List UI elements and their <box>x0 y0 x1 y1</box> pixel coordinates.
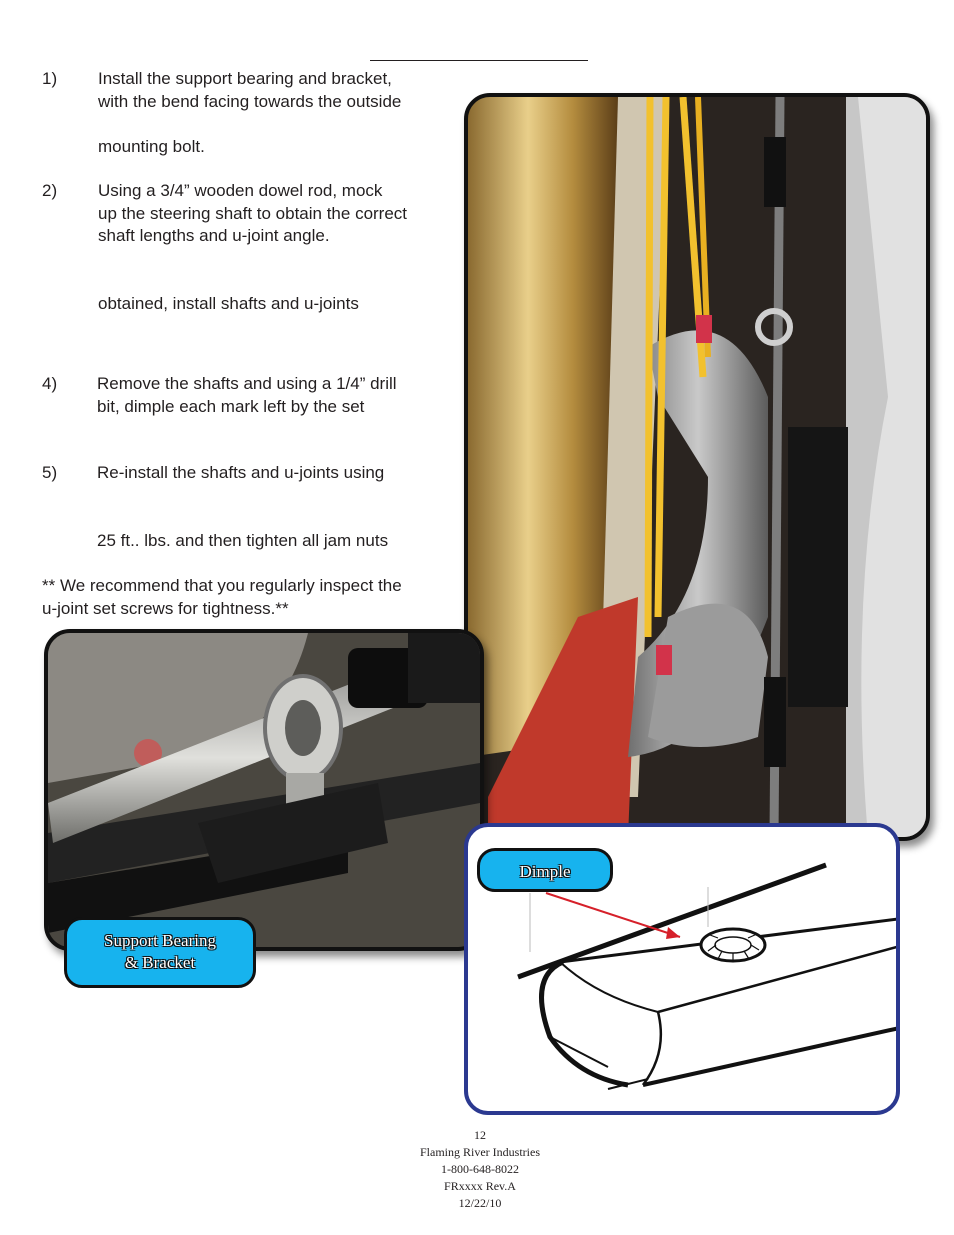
note-line: u-joint set screws for tightness.** <box>42 598 289 618</box>
dimple-callout: Dimple <box>477 848 613 892</box>
dimple-diagram <box>464 823 900 1115</box>
callout-line: & Bracket <box>124 953 196 972</box>
callout-line: Support Bearing <box>104 931 216 950</box>
note-line: ** We recommend that you regularly inspe… <box>42 576 402 595</box>
step-line: Re-install the shafts and u-joints using <box>97 463 385 482</box>
company-name: Flaming River Industries <box>420 1145 540 1159</box>
shaft-dimple-drawing <box>517 862 896 1090</box>
step-line: Using a 3/4” wooden dowel rod, mock <box>98 181 383 200</box>
revision: FRxxxx Rev.A <box>444 1179 516 1193</box>
header-rule <box>370 60 588 61</box>
step-line: obtained, install shafts and u-joints <box>98 294 359 313</box>
step-line <box>98 113 401 136</box>
page-number: 12 <box>474 1128 486 1142</box>
engine-bay-image <box>468 97 926 837</box>
step-number: 5) <box>42 463 58 482</box>
support-bearing-photo <box>44 629 484 951</box>
page-footer: 12 Flaming River Industries 1-800-648-80… <box>380 1127 580 1212</box>
step-line: 25 ft.. lbs. and then tighten all jam nu… <box>97 531 389 550</box>
engine-bay-photo <box>464 93 930 841</box>
maintenance-note: ** We recommend that you regularly inspe… <box>42 575 402 620</box>
step-line: mounting bolt. <box>98 136 205 156</box>
step-number: 2) <box>42 181 58 200</box>
support-bearing-image <box>48 633 480 947</box>
support-bearing-callout: Support Bearing & Bracket <box>64 917 256 988</box>
step-line: up the steering shaft to obtain the corr… <box>98 203 408 223</box>
step-line: bit, dimple each mark left by the set <box>97 396 365 416</box>
step-number: 4) <box>42 374 58 393</box>
phone-number: 1-800-648-8022 <box>441 1162 519 1176</box>
step-line: Remove the shafts and using a 1/4” drill <box>97 374 397 393</box>
step-line: shaft lengths and u-joint angle. <box>98 226 330 245</box>
revision-date: 12/22/10 <box>458 1196 502 1210</box>
step-line: with the bend facing towards the outside <box>98 91 402 111</box>
step-line: Install the support bearing and bracket, <box>98 69 392 88</box>
step-number: 1) <box>42 69 58 88</box>
